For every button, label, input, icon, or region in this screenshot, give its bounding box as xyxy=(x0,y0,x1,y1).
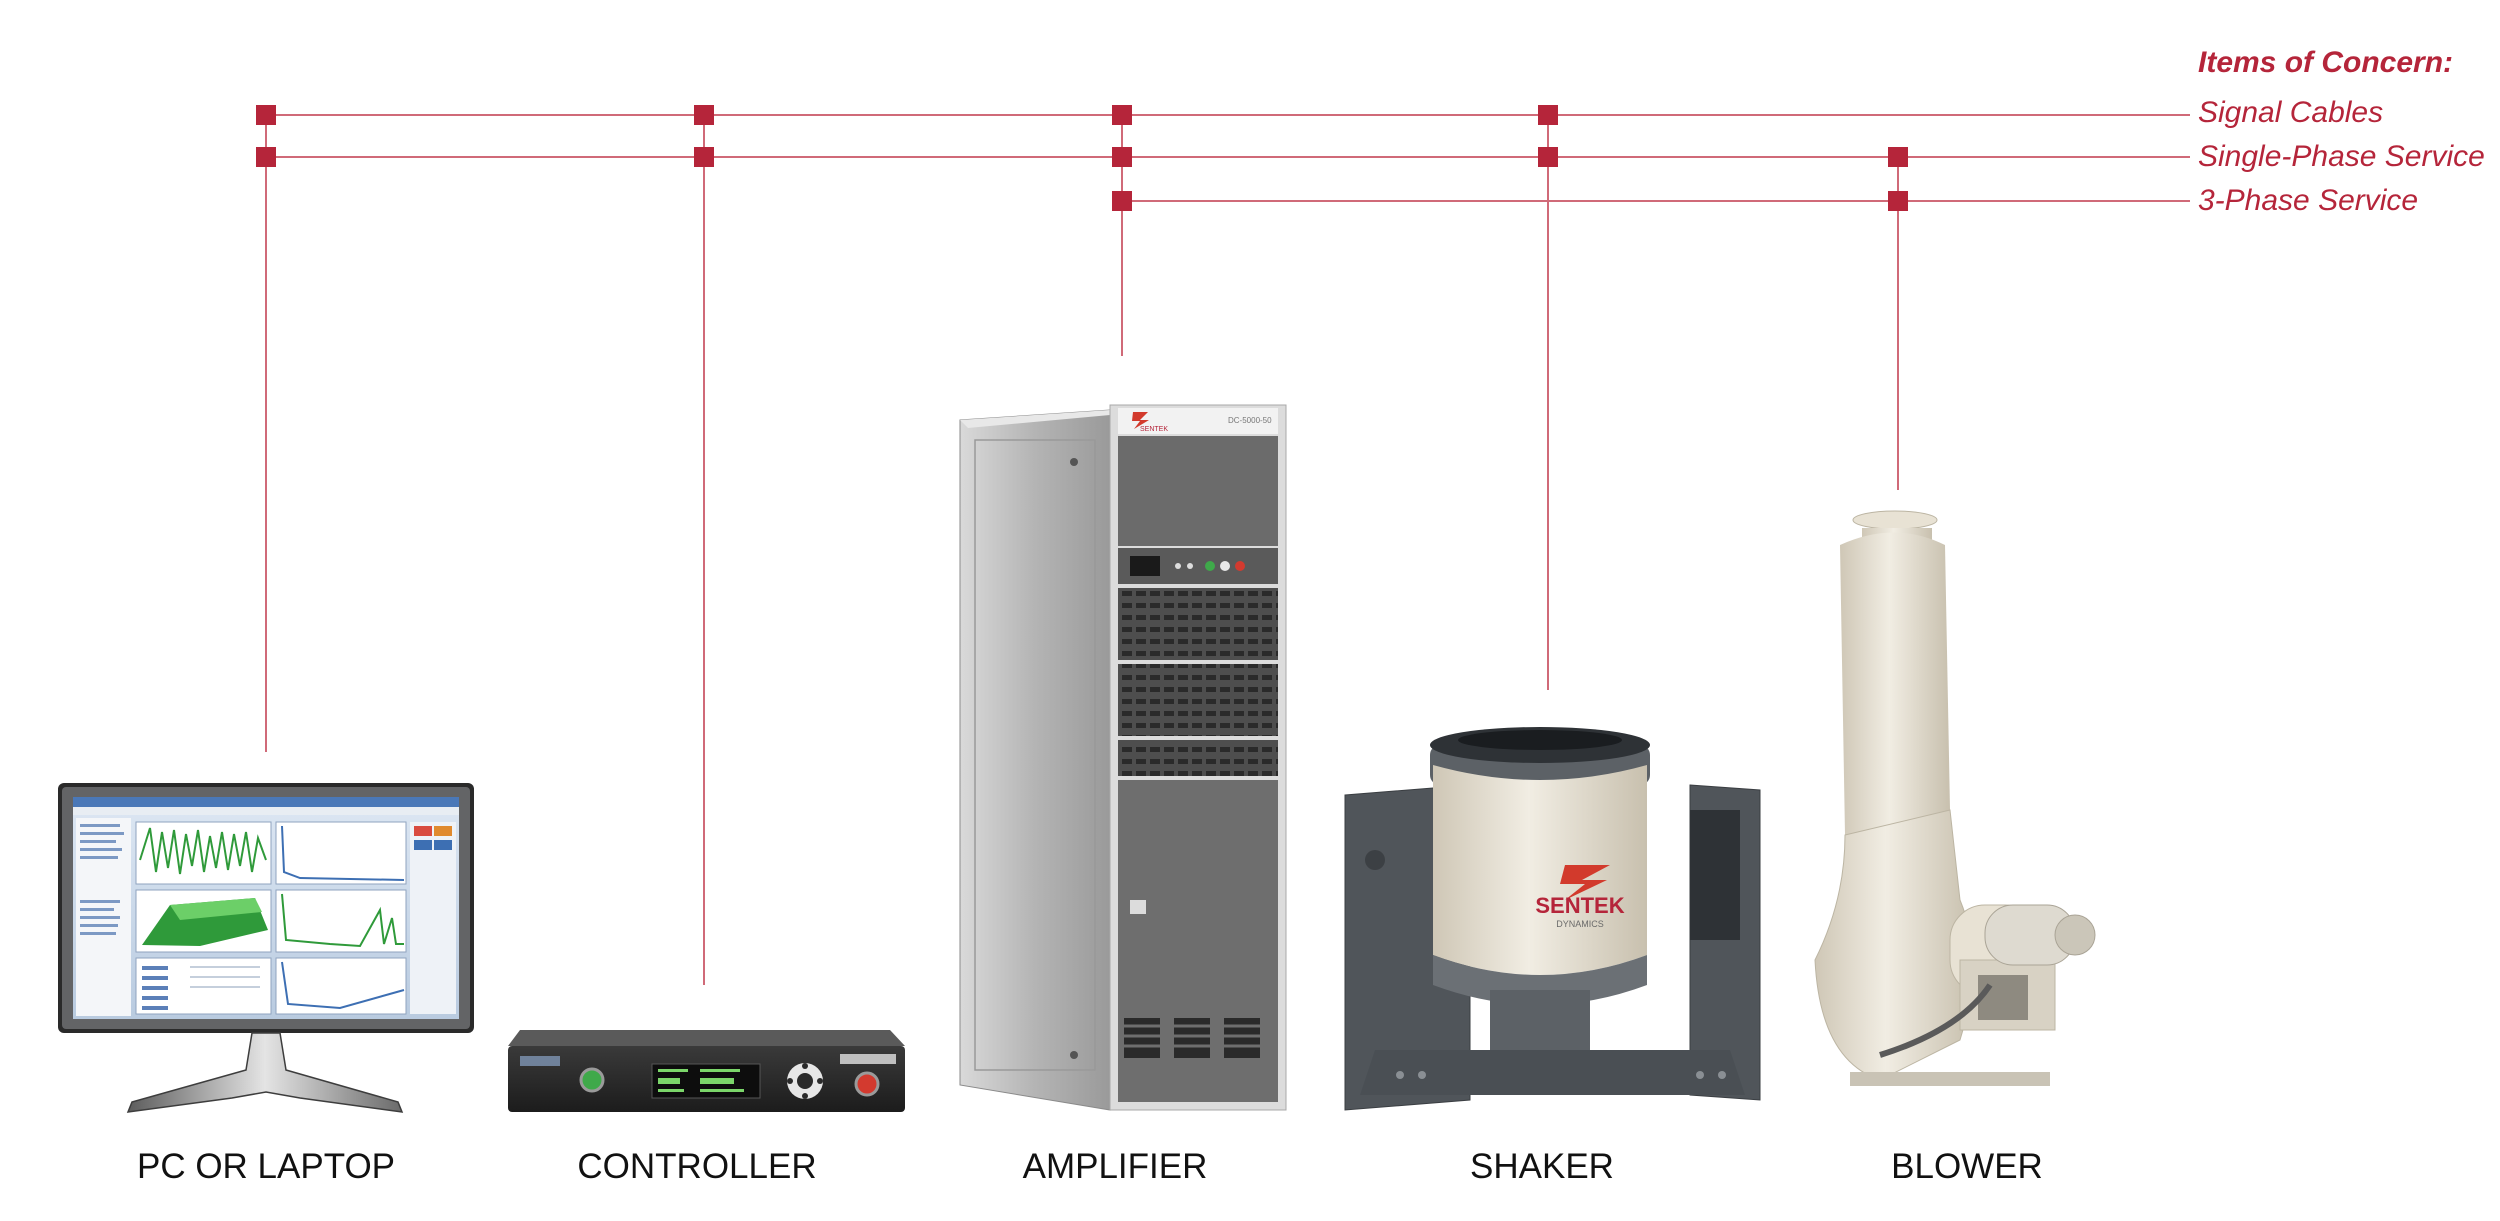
cabinet-brand-mark: SENTEK xyxy=(1140,426,1168,433)
shaker-icon: SENTEK DYNAMICS xyxy=(1344,727,1761,1111)
device-label-amplifier: AMPLIFIER xyxy=(1023,1147,1208,1186)
shaker-brand-mark: SENTEK xyxy=(1535,893,1624,918)
blower-icon xyxy=(1814,510,2096,1086)
monitor-icon xyxy=(58,783,474,1113)
device-label-blower: BLOWER xyxy=(1891,1147,2043,1186)
connection-node-controller-single xyxy=(694,147,714,167)
connection-node-blower-single xyxy=(1888,147,1908,167)
legend-signal-cables: Signal Cables xyxy=(2198,96,2383,129)
amplifier-cabinet-icon: SENTEK DC-5000-50 xyxy=(959,404,1287,1111)
device-label-shaker: SHAKER xyxy=(1470,1147,1614,1186)
connection-node-blower-three xyxy=(1888,191,1908,211)
device-label-pc-or-laptop: PC OR LAPTOP xyxy=(137,1147,395,1186)
connection-node-amplifier-signal xyxy=(1112,105,1132,125)
shaker-subbrand-mark: DYNAMICS xyxy=(1556,919,1604,929)
connection-node-shaker-single xyxy=(1538,147,1558,167)
legend: Items of Concern: Signal Cables Single-P… xyxy=(2198,46,2485,217)
connection-node-shaker-signal xyxy=(1538,105,1558,125)
legend-3-phase-service: 3-Phase Service xyxy=(2198,184,2418,217)
cabinet-model-mark: DC-5000-50 xyxy=(1228,416,1272,425)
legend-single-phase-service: Single-Phase Service xyxy=(2198,140,2485,173)
connection-node-amplifier-single xyxy=(1112,147,1132,167)
connection-lines xyxy=(256,105,2190,985)
device-label-controller: CONTROLLER xyxy=(577,1147,816,1186)
connection-node-pc-signal xyxy=(256,105,276,125)
legend-heading: Items of Concern: xyxy=(2198,46,2453,79)
connection-node-amplifier-three xyxy=(1112,191,1132,211)
controller-unit-icon xyxy=(508,1030,905,1112)
device-labels: PC OR LAPTOP CONTROLLER AMPLIFIER SHAKER… xyxy=(137,1147,2043,1186)
connection-node-controller-signal xyxy=(694,105,714,125)
connection-node-pc-single xyxy=(256,147,276,167)
